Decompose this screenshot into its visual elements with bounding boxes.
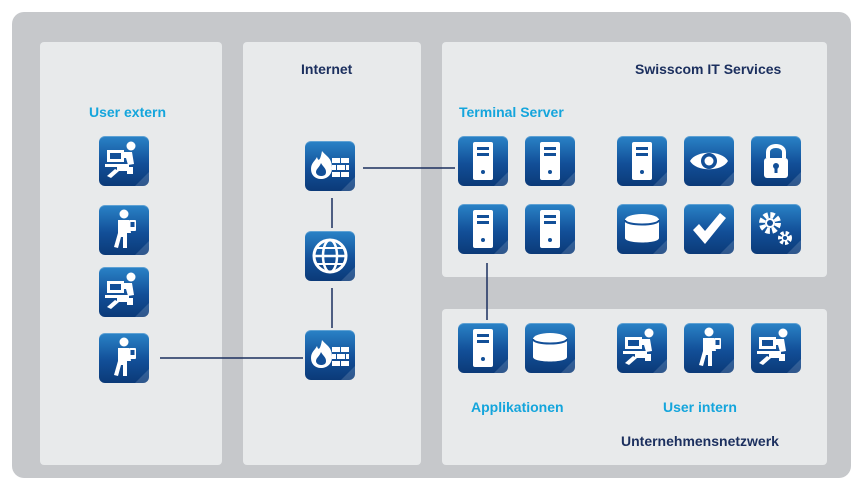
server-icon bbox=[525, 136, 575, 186]
mobile-user-icon bbox=[684, 323, 734, 373]
database-icon bbox=[617, 204, 667, 254]
checkmark-icon bbox=[684, 204, 734, 254]
eye-icon bbox=[684, 136, 734, 186]
mobile-user-icon bbox=[99, 333, 149, 383]
applikationen-title: Applikationen bbox=[471, 399, 564, 415]
firewall-icon bbox=[305, 330, 355, 380]
database-icon bbox=[525, 323, 575, 373]
laptop-user-icon bbox=[751, 323, 801, 373]
user-intern-title: User intern bbox=[663, 399, 737, 415]
server-icon bbox=[458, 323, 508, 373]
laptop-user-icon bbox=[99, 136, 149, 186]
globe-icon bbox=[305, 231, 355, 281]
server-icon bbox=[617, 136, 667, 186]
laptop-user-icon bbox=[99, 267, 149, 317]
server-icon bbox=[458, 204, 508, 254]
user-extern-title: User extern bbox=[89, 104, 167, 120]
gears-icon bbox=[751, 204, 801, 254]
corporate-network-title: Unternehmensnetzwerk bbox=[621, 433, 779, 449]
lock-icon bbox=[751, 136, 801, 186]
laptop-user-icon bbox=[617, 323, 667, 373]
terminal-server-title: Terminal Server bbox=[459, 104, 564, 120]
mobile-user-icon bbox=[99, 205, 149, 255]
server-icon bbox=[458, 136, 508, 186]
firewall-icon bbox=[305, 141, 355, 191]
server-icon bbox=[525, 204, 575, 254]
internet-title: Internet bbox=[301, 61, 353, 77]
it-services-title: Swisscom IT Services bbox=[635, 61, 782, 77]
